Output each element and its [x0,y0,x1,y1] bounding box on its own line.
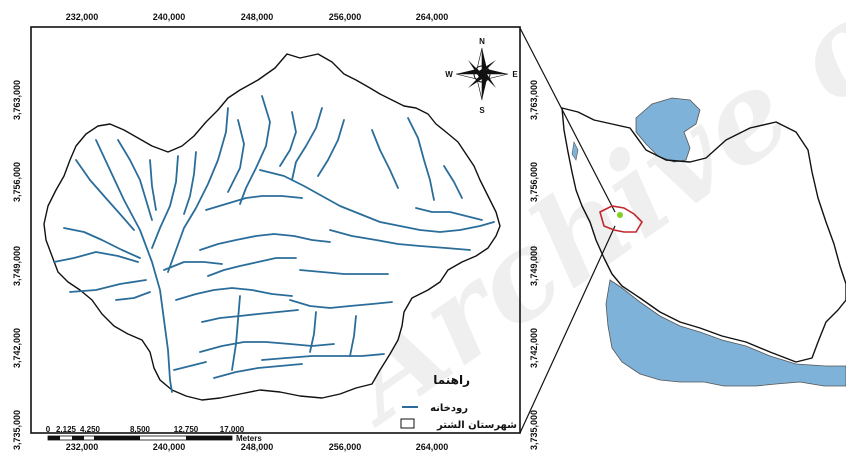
connector-line [519,27,616,213]
south-label: S [479,106,485,115]
west-label: W [445,70,453,79]
left-tick-label: 3,742,000 [12,328,22,368]
north-arrow-icon: N S E W [445,37,518,115]
scale-label: 4,250 [80,425,101,434]
east-label: E [512,70,518,79]
legend: راهنما رودخانه شهرستان الشتر [400,373,517,431]
top-tick-label: 264,000 [416,12,449,22]
legend-river-label: رودخانه [430,403,468,414]
right-tick-label: 3,763,000 [529,80,539,120]
legend-county-label: شهرستان الشتر [436,420,517,431]
river-network [53,95,495,393]
bottom-tick-label: 232,000 [66,442,99,452]
connector-line [519,225,616,434]
lake [571,141,579,161]
legend-title: راهنما [433,373,470,387]
persian-gulf [605,279,846,387]
top-tick-label: 232,000 [66,12,99,22]
top-tick-label: 240,000 [153,12,186,22]
legend-county-symbol [400,418,415,429]
caspian-sea [635,97,701,163]
right-tick-label: 3,742,000 [529,328,539,368]
right-tick-label: 3,749,000 [529,246,539,286]
left-tick-label: 3,735,000 [12,410,22,450]
iran-border [561,107,846,363]
bottom-tick-label: 256,000 [329,442,362,452]
scale-label: 17,000 [220,425,245,434]
north-label: N [479,37,485,46]
left-tick-label: 3,763,000 [12,80,22,120]
coordinate-grid-labels: 232,000 240,000 248,000 256,000 264,000 … [12,12,539,452]
inset-map [561,97,846,387]
scale-unit: Meters [236,434,262,443]
main-map-frame [30,26,521,434]
study-area-marker [617,212,623,218]
left-tick-label: 3,756,000 [12,162,22,202]
right-tick-label: 3,756,000 [529,162,539,202]
county-outline [599,205,644,233]
top-tick-label: 256,000 [329,12,362,22]
bottom-tick-label: 248,000 [241,442,274,452]
scale-label: 8,500 [130,425,151,434]
scale-label: 2,125 [56,425,77,434]
bottom-tick-label: 240,000 [153,442,186,452]
right-tick-label: 3,735,000 [529,410,539,450]
top-tick-label: 248,000 [241,12,274,22]
left-tick-label: 3,749,000 [12,246,22,286]
scale-label: 12,750 [174,425,199,434]
scale-label: 0 [46,425,51,434]
bottom-tick-label: 264,000 [416,442,449,452]
watershed-boundary [43,53,501,401]
scale-bar: 0 2,125 4,250 8,500 12,750 17,000 Meters [46,425,263,443]
